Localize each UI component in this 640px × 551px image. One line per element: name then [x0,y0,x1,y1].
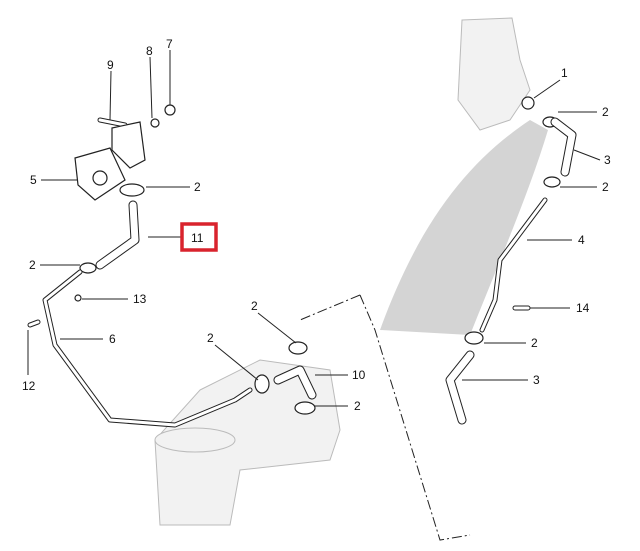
callout-9: 9 [107,58,114,72]
part-10-hose [274,366,316,399]
callout-10: 10 [352,368,366,382]
clamp [464,331,484,345]
highlight-box-11[interactable] [180,222,218,252]
part-3-hose-upper [551,118,576,176]
callout-2: 2 [602,105,609,119]
part-9-fitting [98,118,127,127]
callout-2: 2 [602,180,609,194]
callout-14: 14 [576,301,590,315]
engine-block-ghost [154,359,341,526]
callout-2: 2 [354,399,361,413]
callout-12: 12 [22,379,36,393]
clamp [79,262,97,274]
callout-3: 3 [533,373,540,387]
callout-4: 4 [578,233,585,247]
part-9-housing [111,121,146,169]
part-8-washer [150,118,160,128]
clamp [294,401,316,415]
part-1-union [521,96,535,110]
callout-8: 8 [146,44,153,58]
clamp [119,183,145,197]
leader-lines [27,50,601,407]
callout-2: 2 [29,258,36,272]
callout-7: 7 [166,37,173,51]
clamp [288,341,308,355]
callout-5: 5 [30,173,37,187]
engine-bracket-ghost [457,17,531,131]
part-11-hose [96,201,139,269]
section-boundary [299,294,471,541]
clamp [543,176,561,188]
shading [380,120,548,335]
callout-6: 6 [109,332,116,346]
callout-2: 2 [207,331,214,345]
part-6-pipe [43,270,252,427]
callout-2: 2 [531,336,538,350]
part-13-nut [74,294,82,302]
clamp [254,374,270,394]
callout-3: 3 [604,153,611,167]
part-4-pipe [480,198,547,332]
callout-1: 1 [561,66,568,80]
oil-filter-ghost [154,427,236,453]
part-3-hose-lower [446,351,474,424]
part-7-nut [164,104,176,116]
callout-13: 13 [133,292,147,306]
callout-11[interactable]: 11 [191,231,204,245]
callout-2: 2 [194,180,201,194]
callout-2: 2 [251,299,258,313]
part-12-bolt [28,320,40,327]
